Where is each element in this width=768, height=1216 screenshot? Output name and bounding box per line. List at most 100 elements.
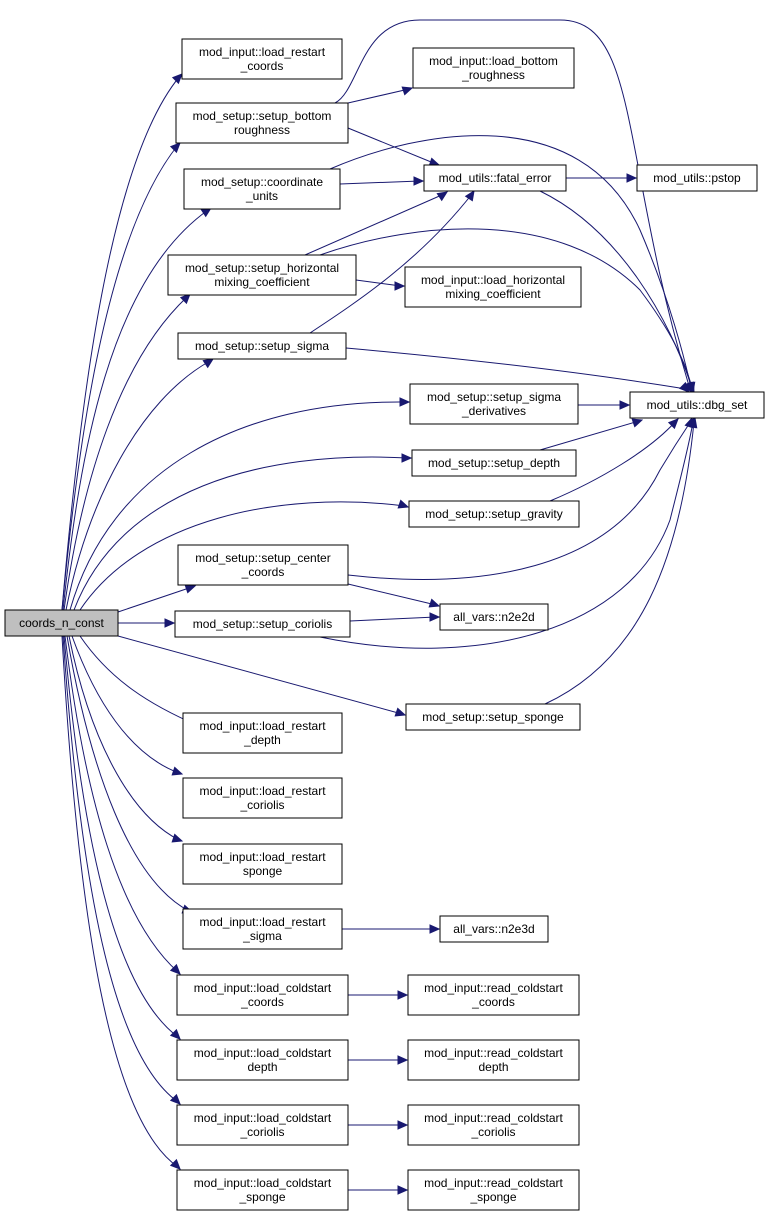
- node-mod_input_load_restart_coords[interactable]: mod_input::load_restart_coords: [181, 38, 343, 80]
- node-label-line: depth: [478, 1060, 508, 1074]
- node-box: [182, 712, 343, 754]
- node-mod_setup_setup_gravity[interactable]: mod_setup::setup_gravity: [408, 500, 580, 528]
- edge-coords_n_const-to-mod_input_load_restart_coords: [61, 73, 183, 611]
- edge-line: [319, 228, 693, 389]
- node-label-line: _sponge: [469, 1190, 516, 1204]
- edge-arrowhead: [179, 293, 191, 305]
- edge-mod_setup_setup_gravity-to-mod_utils_dbg_set: [549, 418, 679, 502]
- node-label-line: mod_setup::setup_gravity: [425, 507, 562, 521]
- node-box: [407, 974, 580, 1016]
- edge-mod_setup_setup_horizontal_mixing_coefficient-to-mod_utils_fatal_error: [304, 191, 449, 256]
- edge-coords_n_const-to-mod_setup_setup_coriolis: [118, 618, 176, 628]
- edge-coords_n_const-to-mod_setup_setup_center_coords: [117, 584, 197, 613]
- node-box: [176, 1169, 349, 1211]
- edge-arrowhead: [169, 1158, 181, 1170]
- node-mod_utils_dbg_set[interactable]: mod_utils::dbg_set: [629, 391, 765, 419]
- node-mod_input_load_restart_sigma[interactable]: mod_input::load_restart_sigma: [182, 908, 343, 950]
- node-all_vars_n2e3d[interactable]: all_vars::n2e3d: [439, 915, 549, 943]
- node-box: [174, 610, 351, 638]
- node-box: [409, 383, 579, 425]
- edge-line: [69, 401, 407, 611]
- edge-coords_n_const-to-mod_setup_setup_bottom_roughness: [61, 142, 181, 611]
- edge-arrowhead: [685, 381, 695, 394]
- node-mod_setup_coordinate_units[interactable]: mod_setup::coordinate_units: [183, 168, 341, 210]
- node-box: [411, 449, 577, 477]
- edge-arrowhead: [399, 397, 411, 407]
- edge-arrowhead: [619, 400, 631, 410]
- node-label-line: mixing_coefficient: [214, 275, 310, 289]
- edge-line: [347, 127, 437, 165]
- node-box: [636, 164, 758, 192]
- node-label-line: mod_setup::setup_horizontal: [185, 261, 339, 275]
- node-mod_input_read_coldstart_sponge[interactable]: mod_input::read_coldstart_sponge: [407, 1169, 580, 1211]
- edge-mod_utils_fatal_error-to-mod_utils_pstop: [566, 173, 638, 183]
- edge-coords_n_const-to-mod_input_load_coldstart_depth: [63, 635, 181, 1040]
- edge-line: [68, 635, 180, 841]
- edge-arrowhead: [169, 1028, 181, 1040]
- edge-line: [309, 193, 473, 334]
- node-all_vars_n2e2d[interactable]: all_vars::n2e2d: [439, 603, 549, 631]
- node-label-line: mod_input::load_coldstart: [194, 1176, 332, 1190]
- edge-line: [347, 583, 437, 606]
- edge-mod_input_load_coldstart_coriolis-to-mod_input_read_coldstart_coriolis: [348, 1120, 409, 1130]
- node-mod_input_load_restart_coriolis[interactable]: mod_input::load_restart_coriolis: [182, 777, 343, 819]
- node-coords_n_const[interactable]: coords_n_const: [4, 609, 119, 637]
- node-box: [167, 254, 357, 296]
- node-box: [408, 500, 580, 528]
- edge-line: [539, 420, 640, 451]
- node-label-line: _roughness: [461, 68, 525, 82]
- node-label-line: mod_utils::fatal_error: [439, 171, 552, 185]
- node-box: [407, 1039, 580, 1081]
- edge-arrowhead: [394, 707, 407, 717]
- node-mod_utils_pstop[interactable]: mod_utils::pstop: [636, 164, 758, 192]
- node-mod_input_load_horizontal_mixing_coefficient[interactable]: mod_input::load_horizontalmixing_coeffic…: [404, 266, 582, 308]
- edge-arrowhead: [429, 924, 441, 934]
- edge-arrowhead: [171, 833, 184, 843]
- node-mod_utils_fatal_error[interactable]: mod_utils::fatal_error: [423, 164, 567, 192]
- edge-line: [539, 190, 693, 389]
- edge-mod_setup_setup_sponge-to-mod_utils_dbg_set: [544, 416, 698, 705]
- edge-line: [345, 347, 687, 390]
- edge-mod_setup_setup_depth-to-mod_utils_dbg_set: [539, 418, 644, 451]
- node-mod_setup_setup_depth[interactable]: mod_setup::setup_depth: [411, 449, 577, 477]
- edge-coords_n_const-to-mod_input_load_restart_sponge: [68, 635, 184, 843]
- node-mod_setup_setup_coriolis[interactable]: mod_setup::setup_coriolis: [174, 610, 351, 638]
- node-mod_setup_setup_center_coords[interactable]: mod_setup::setup_center_coords: [177, 544, 349, 586]
- edge-arrowhead: [436, 191, 449, 202]
- edge-line: [355, 279, 402, 287]
- node-mod_input_read_coldstart_coriolis[interactable]: mod_input::read_coldstart_coriolis: [407, 1104, 580, 1146]
- edge-line: [347, 88, 410, 104]
- node-label-line: mod_utils::pstop: [653, 171, 741, 185]
- node-label-line: _sponge: [238, 1190, 285, 1204]
- edge-line: [63, 296, 188, 611]
- edge-coords_n_const-to-mod_input_load_restart_coriolis: [71, 635, 184, 776]
- node-label-line: mod_setup::coordinate: [201, 175, 323, 189]
- node-label-line: _coords: [240, 59, 284, 73]
- edge-arrowhead: [428, 598, 441, 608]
- node-mod_input_load_coldstart_coriolis[interactable]: mod_input::load_coldstart_coriolis: [176, 1104, 349, 1146]
- node-mod_input_load_restart_depth[interactable]: mod_input::load_restart_depth: [182, 712, 343, 754]
- node-mod_setup_setup_horizontal_mixing_coefficient[interactable]: mod_setup::setup_horizontalmixing_coeffi…: [167, 254, 357, 296]
- node-label-line: coords_n_const: [19, 616, 104, 630]
- node-box: [176, 1039, 349, 1081]
- node-mod_input_load_coldstart_coords[interactable]: mod_input::load_coldstart_coords: [176, 974, 349, 1016]
- node-mod_setup_setup_sigma_derivatives[interactable]: mod_setup::setup_sigma_derivatives: [409, 383, 579, 425]
- edge-line: [329, 135, 692, 389]
- node-label-line: mod_input::load_horizontal: [421, 273, 565, 287]
- node-label-line: _derivatives: [461, 404, 526, 418]
- edge-line: [319, 421, 694, 649]
- edge-mod_input_load_coldstart_sponge-to-mod_input_read_coldstart_sponge: [348, 1185, 409, 1195]
- node-label-line: mixing_coefficient: [445, 287, 541, 301]
- node-mod_input_load_bottom_roughness[interactable]: mod_input::load_bottom_roughness: [412, 47, 575, 89]
- edge-coords_n_const-to-mod_setup_setup_gravity: [79, 499, 410, 611]
- node-mod_setup_setup_sigma[interactable]: mod_setup::setup_sigma: [177, 332, 347, 360]
- node-label-line: mod_input::read_coldstart: [424, 1111, 563, 1125]
- node-box: [629, 391, 765, 419]
- node-mod_input_read_coldstart_coords[interactable]: mod_input::read_coldstart_coords: [407, 974, 580, 1016]
- node-mod_setup_setup_sponge[interactable]: mod_setup::setup_sponge: [405, 703, 581, 731]
- node-mod_input_load_coldstart_sponge[interactable]: mod_input::load_coldstart_sponge: [176, 1169, 349, 1211]
